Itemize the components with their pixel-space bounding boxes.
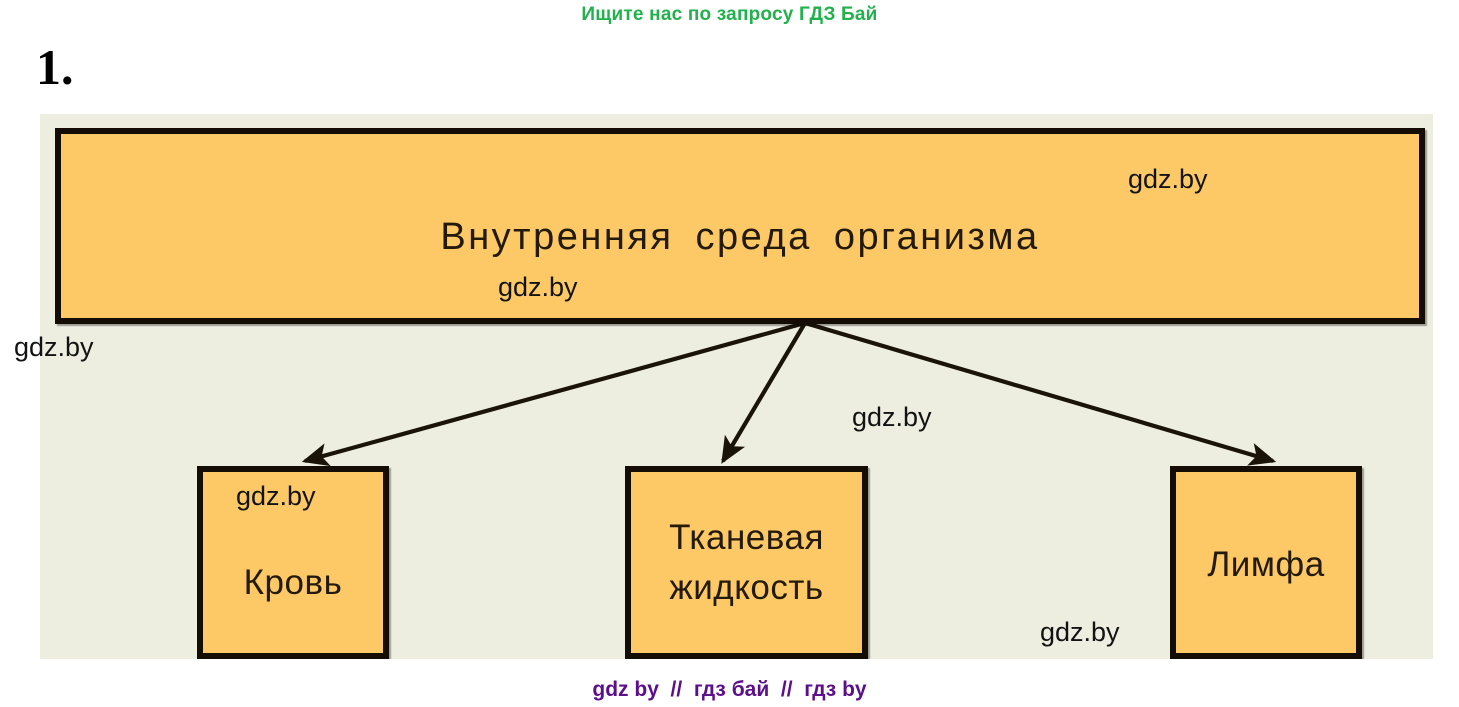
node-tissue-fluid-label-line1: Тканевая — [669, 517, 824, 557]
watermark-middle: gdz.by — [852, 402, 932, 432]
promo-banner: Ищите нас по запросу ГДЗ Бай — [581, 4, 878, 25]
watermark-root-left: gdz.by — [498, 272, 578, 302]
node-tissue-fluid: Тканевая жидкость — [625, 466, 868, 659]
connector-root-to-tissue-fluid — [721, 321, 807, 464]
watermark-root-right: gdz.by — [1128, 164, 1208, 194]
watermark-bottom-right: gdz.by — [1040, 617, 1120, 647]
watermark-outside-left: gdz.by — [14, 332, 94, 362]
node-lymph-label: Лимфа — [1207, 544, 1325, 584]
node-lymph: Лимфа — [1170, 466, 1362, 659]
connector-root-to-lymph — [804, 320, 1277, 466]
diagram-panel: Внутренняя среда организма Кровь Тканева… — [40, 114, 1433, 659]
node-root-label: Внутренняя среда организма — [440, 215, 1040, 258]
node-tissue-fluid-label: Тканевая жидкость — [669, 513, 824, 612]
node-tissue-fluid-label-line2: жидкость — [669, 567, 824, 607]
connector-root-to-blood — [301, 320, 806, 467]
node-blood: Кровь — [197, 466, 389, 659]
footer-links: gdz by // гдз бай // гдз by — [592, 678, 867, 701]
node-root-internal-environment: Внутренняя среда организма — [55, 128, 1425, 324]
watermark-blood-box: gdz.by — [236, 481, 316, 511]
node-blood-label: Кровь — [243, 562, 343, 602]
exercise-number: 1. — [36, 39, 74, 95]
